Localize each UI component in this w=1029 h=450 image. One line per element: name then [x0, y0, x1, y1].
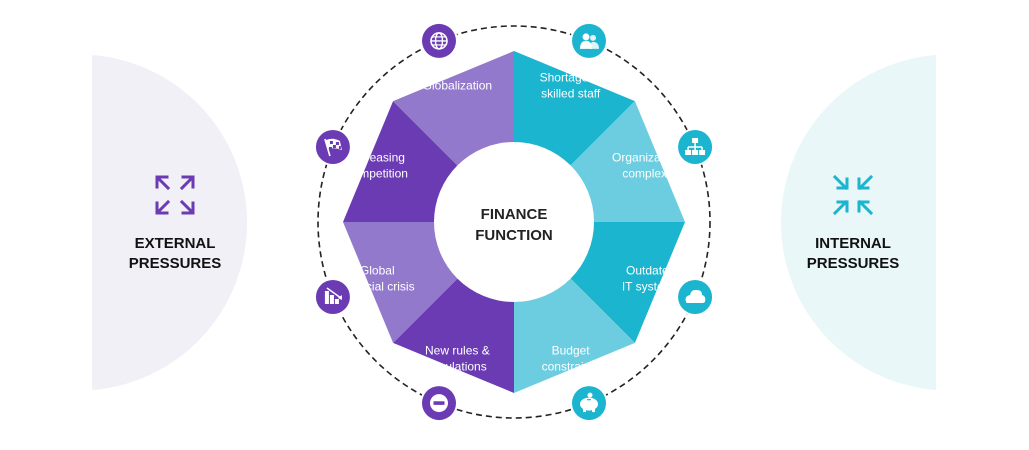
checkered-flag-icon — [313, 127, 352, 166]
piggy-bank-icon — [570, 384, 609, 423]
arrowhead-crisis — [409, 256, 426, 272]
internal-label-line1: INTERNAL — [815, 235, 891, 252]
external-pressures-panel — [92, 55, 248, 390]
arrowhead-organizational — [602, 172, 619, 188]
arrowhead-competition — [409, 172, 426, 188]
declining-chart-icon — [313, 278, 352, 317]
segment-label-rules-2: regulations — [428, 360, 487, 374]
cloud-icon — [676, 278, 715, 317]
external-label-line2: PRESSURES — [129, 255, 222, 272]
segment-label-crisis-2: financial crisis — [340, 280, 415, 294]
outer-dashed-ring — [317, 25, 711, 419]
no-entry-icon — [419, 384, 458, 423]
internal-pressures-panel — [780, 55, 936, 390]
segment-label-budget-1: Budget — [552, 344, 591, 358]
segment-label-competition-2: competition — [347, 166, 408, 180]
arrowhead-globalization — [464, 117, 480, 134]
expand-arrows-icon — [155, 175, 195, 215]
segment-label-globalization-1: Globalization — [423, 78, 492, 92]
segment-label-organizational-2: complexity — [622, 166, 679, 180]
segment-label-organizational-1: Organizational — [612, 150, 689, 164]
arrowhead-outdated — [602, 256, 619, 272]
center-label-line1: FINANCE — [481, 206, 548, 223]
segment-label-budget-2: constraints — [542, 360, 600, 374]
arrowhead-budget — [548, 310, 564, 327]
segment-label-shortage-1: Shortage of — [540, 70, 603, 84]
segment-label-rules-1: New rules & — [425, 344, 490, 358]
arrowhead-rules — [464, 310, 480, 327]
segment-label-crisis-1: Global — [360, 264, 395, 278]
segment-label-outdated-2: IT systems — [622, 280, 680, 294]
segment-label-outdated-1: Outdated — [626, 264, 675, 278]
org-chart-icon — [676, 127, 715, 166]
external-label-line1: EXTERNAL — [135, 235, 216, 252]
internal-label-line2: PRESSURES — [807, 255, 900, 272]
compress-arrows-icon — [832, 174, 874, 216]
globe-icon — [419, 21, 458, 60]
people-icon — [570, 21, 609, 60]
segment-label-competition-1: Increasing — [350, 150, 405, 164]
center-circle — [434, 142, 594, 302]
segment-label-shortage-2: skilled staff — [541, 86, 601, 100]
center-label-line2: FUNCTION — [475, 227, 553, 244]
arrowhead-shortage — [548, 117, 564, 134]
